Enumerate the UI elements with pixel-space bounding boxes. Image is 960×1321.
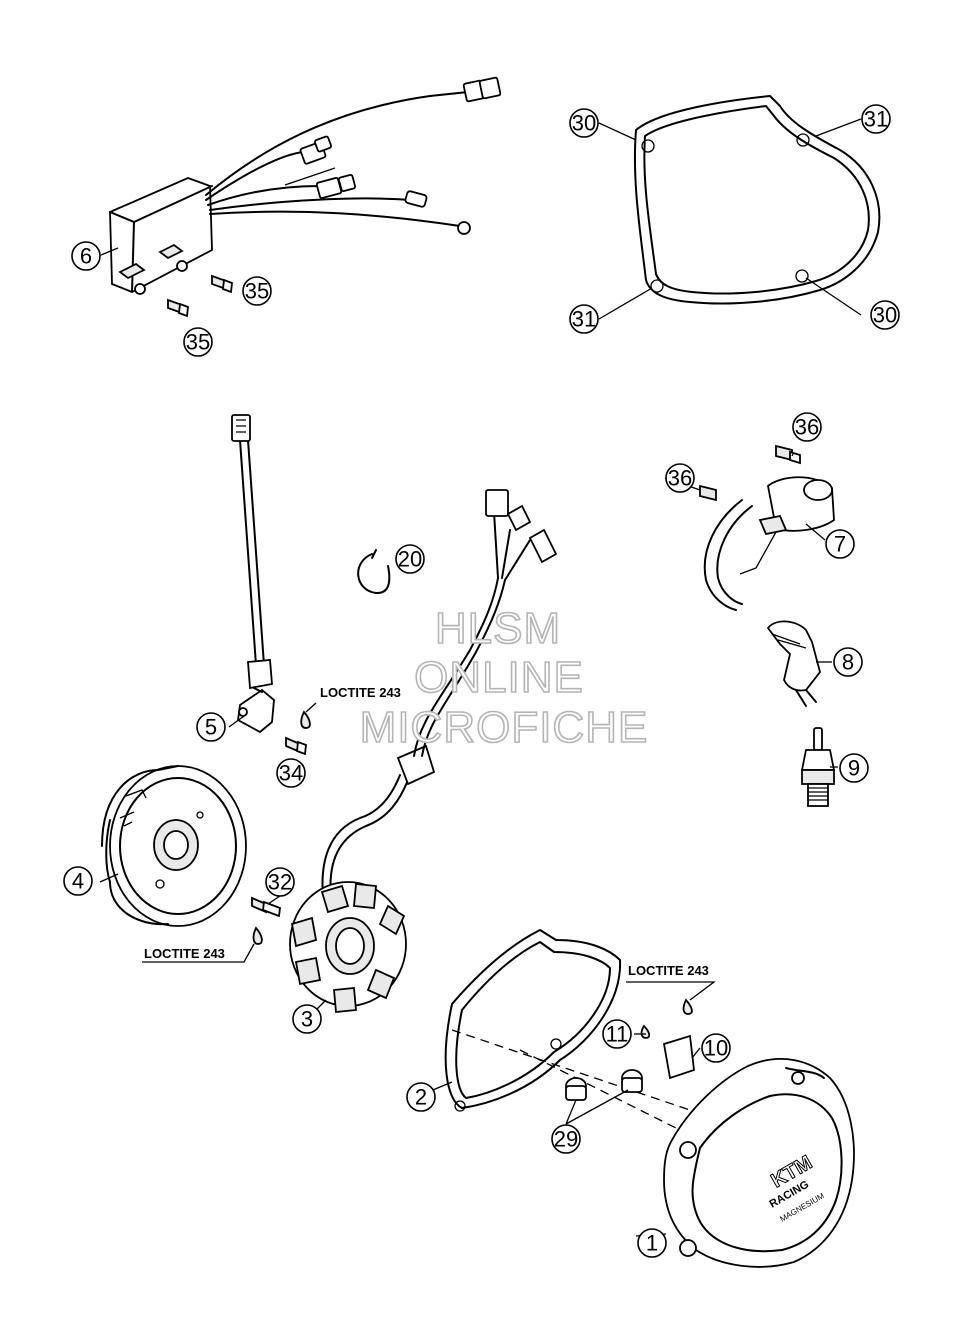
loctite-note-stator: LOCTITE 243 (144, 946, 225, 961)
callout-36-top: 36 (792, 412, 822, 442)
callout-36-top-label: 36 (795, 415, 819, 440)
callout-35-right: 35 (242, 276, 272, 306)
callout-36-left-label: 36 (668, 466, 692, 491)
callout-6: 6 (71, 241, 101, 271)
callout-5: 5 (196, 712, 226, 742)
watermark-line-1: HLSM (435, 604, 561, 653)
callout-4: 4 (63, 866, 93, 896)
watermark: HLSM ONLINE MICROFICHE (359, 603, 649, 753)
callout-30-bottom: 30 (870, 300, 900, 330)
callout-34: 34 (276, 758, 306, 788)
ignition-coil-drawing (699, 444, 835, 611)
callout-20: 20 (395, 544, 425, 574)
callout-32-label: 32 (268, 870, 292, 895)
callout-7-label: 7 (834, 532, 846, 557)
callout-7: 7 (825, 529, 855, 559)
ignition-cover-drawing: KTM RACING MAGNESIUM (663, 1058, 855, 1268)
ignition-cover-gasket-top (633, 95, 881, 305)
callout-31-top: 31 (861, 104, 891, 134)
spark-plug-drawing (800, 727, 836, 807)
callout-3: 3 (292, 1004, 322, 1034)
cover-gasket-lower (444, 929, 622, 1112)
callout-5-label: 5 (205, 715, 217, 740)
callout-1-label: 1 (646, 1231, 658, 1256)
callout-31-top-label: 31 (864, 107, 888, 132)
callout-9-label: 9 (848, 756, 860, 781)
clip-drawing (357, 549, 391, 595)
callout-30-top: 30 (569, 108, 599, 138)
callout-31-bottom-label: 31 (572, 307, 596, 332)
callout-20-label: 20 (398, 547, 422, 572)
callout-8-label: 8 (842, 650, 854, 675)
callout-30-top-label: 30 (572, 111, 596, 136)
callout-32: 32 (265, 867, 295, 897)
callout-3-label: 3 (301, 1007, 313, 1032)
loctite-notes: LOCTITE 243 LOCTITE 243 LOCTITE 243 (144, 685, 709, 978)
watermark-line-3: MICROFICHE (360, 703, 649, 752)
watermark-line-2: ONLINE (414, 653, 584, 702)
flywheel-drawing (101, 765, 247, 927)
callout-6-label: 6 (80, 244, 92, 269)
stator-drawing (289, 489, 558, 1013)
callout-34-label: 34 (279, 761, 303, 786)
loctite-note-pickup: LOCTITE 243 (320, 685, 401, 700)
callout-2-label: 2 (415, 1085, 427, 1110)
callout-10: 10 (701, 1033, 731, 1063)
leader-lines (99, 118, 862, 1237)
callout-1: 1 (637, 1228, 667, 1258)
callout-8: 8 (833, 647, 863, 677)
callout-10-label: 10 (704, 1036, 728, 1061)
callouts: 1 2 3 4 5 6 7 8 9 10 11 20 29 30 30 31 3… (63, 104, 900, 1258)
screw-32-drawing (251, 896, 281, 945)
callout-30-bottom-label: 30 (873, 303, 897, 328)
pickup-drawing (231, 414, 311, 756)
callout-36-left: 36 (665, 463, 695, 493)
callout-2: 2 (406, 1082, 436, 1112)
callout-35-bottom-label: 35 (186, 330, 210, 355)
callout-31-bottom: 31 (569, 304, 599, 334)
loctite-note-cover: LOCTITE 243 (628, 963, 709, 978)
callout-11: 11 (602, 1019, 632, 1049)
callout-35-bottom: 35 (183, 327, 213, 357)
callout-29-label: 29 (554, 1127, 578, 1152)
dowels-and-alignment (451, 998, 701, 1141)
spark-plug-cap-drawing (766, 620, 821, 707)
cdi-unit-drawing (109, 76, 502, 318)
callout-9: 9 (839, 753, 869, 783)
callout-4-label: 4 (72, 869, 84, 894)
callout-29: 29 (551, 1124, 581, 1154)
callout-11-label: 11 (606, 1022, 629, 1047)
callout-35-right-label: 35 (245, 279, 269, 304)
